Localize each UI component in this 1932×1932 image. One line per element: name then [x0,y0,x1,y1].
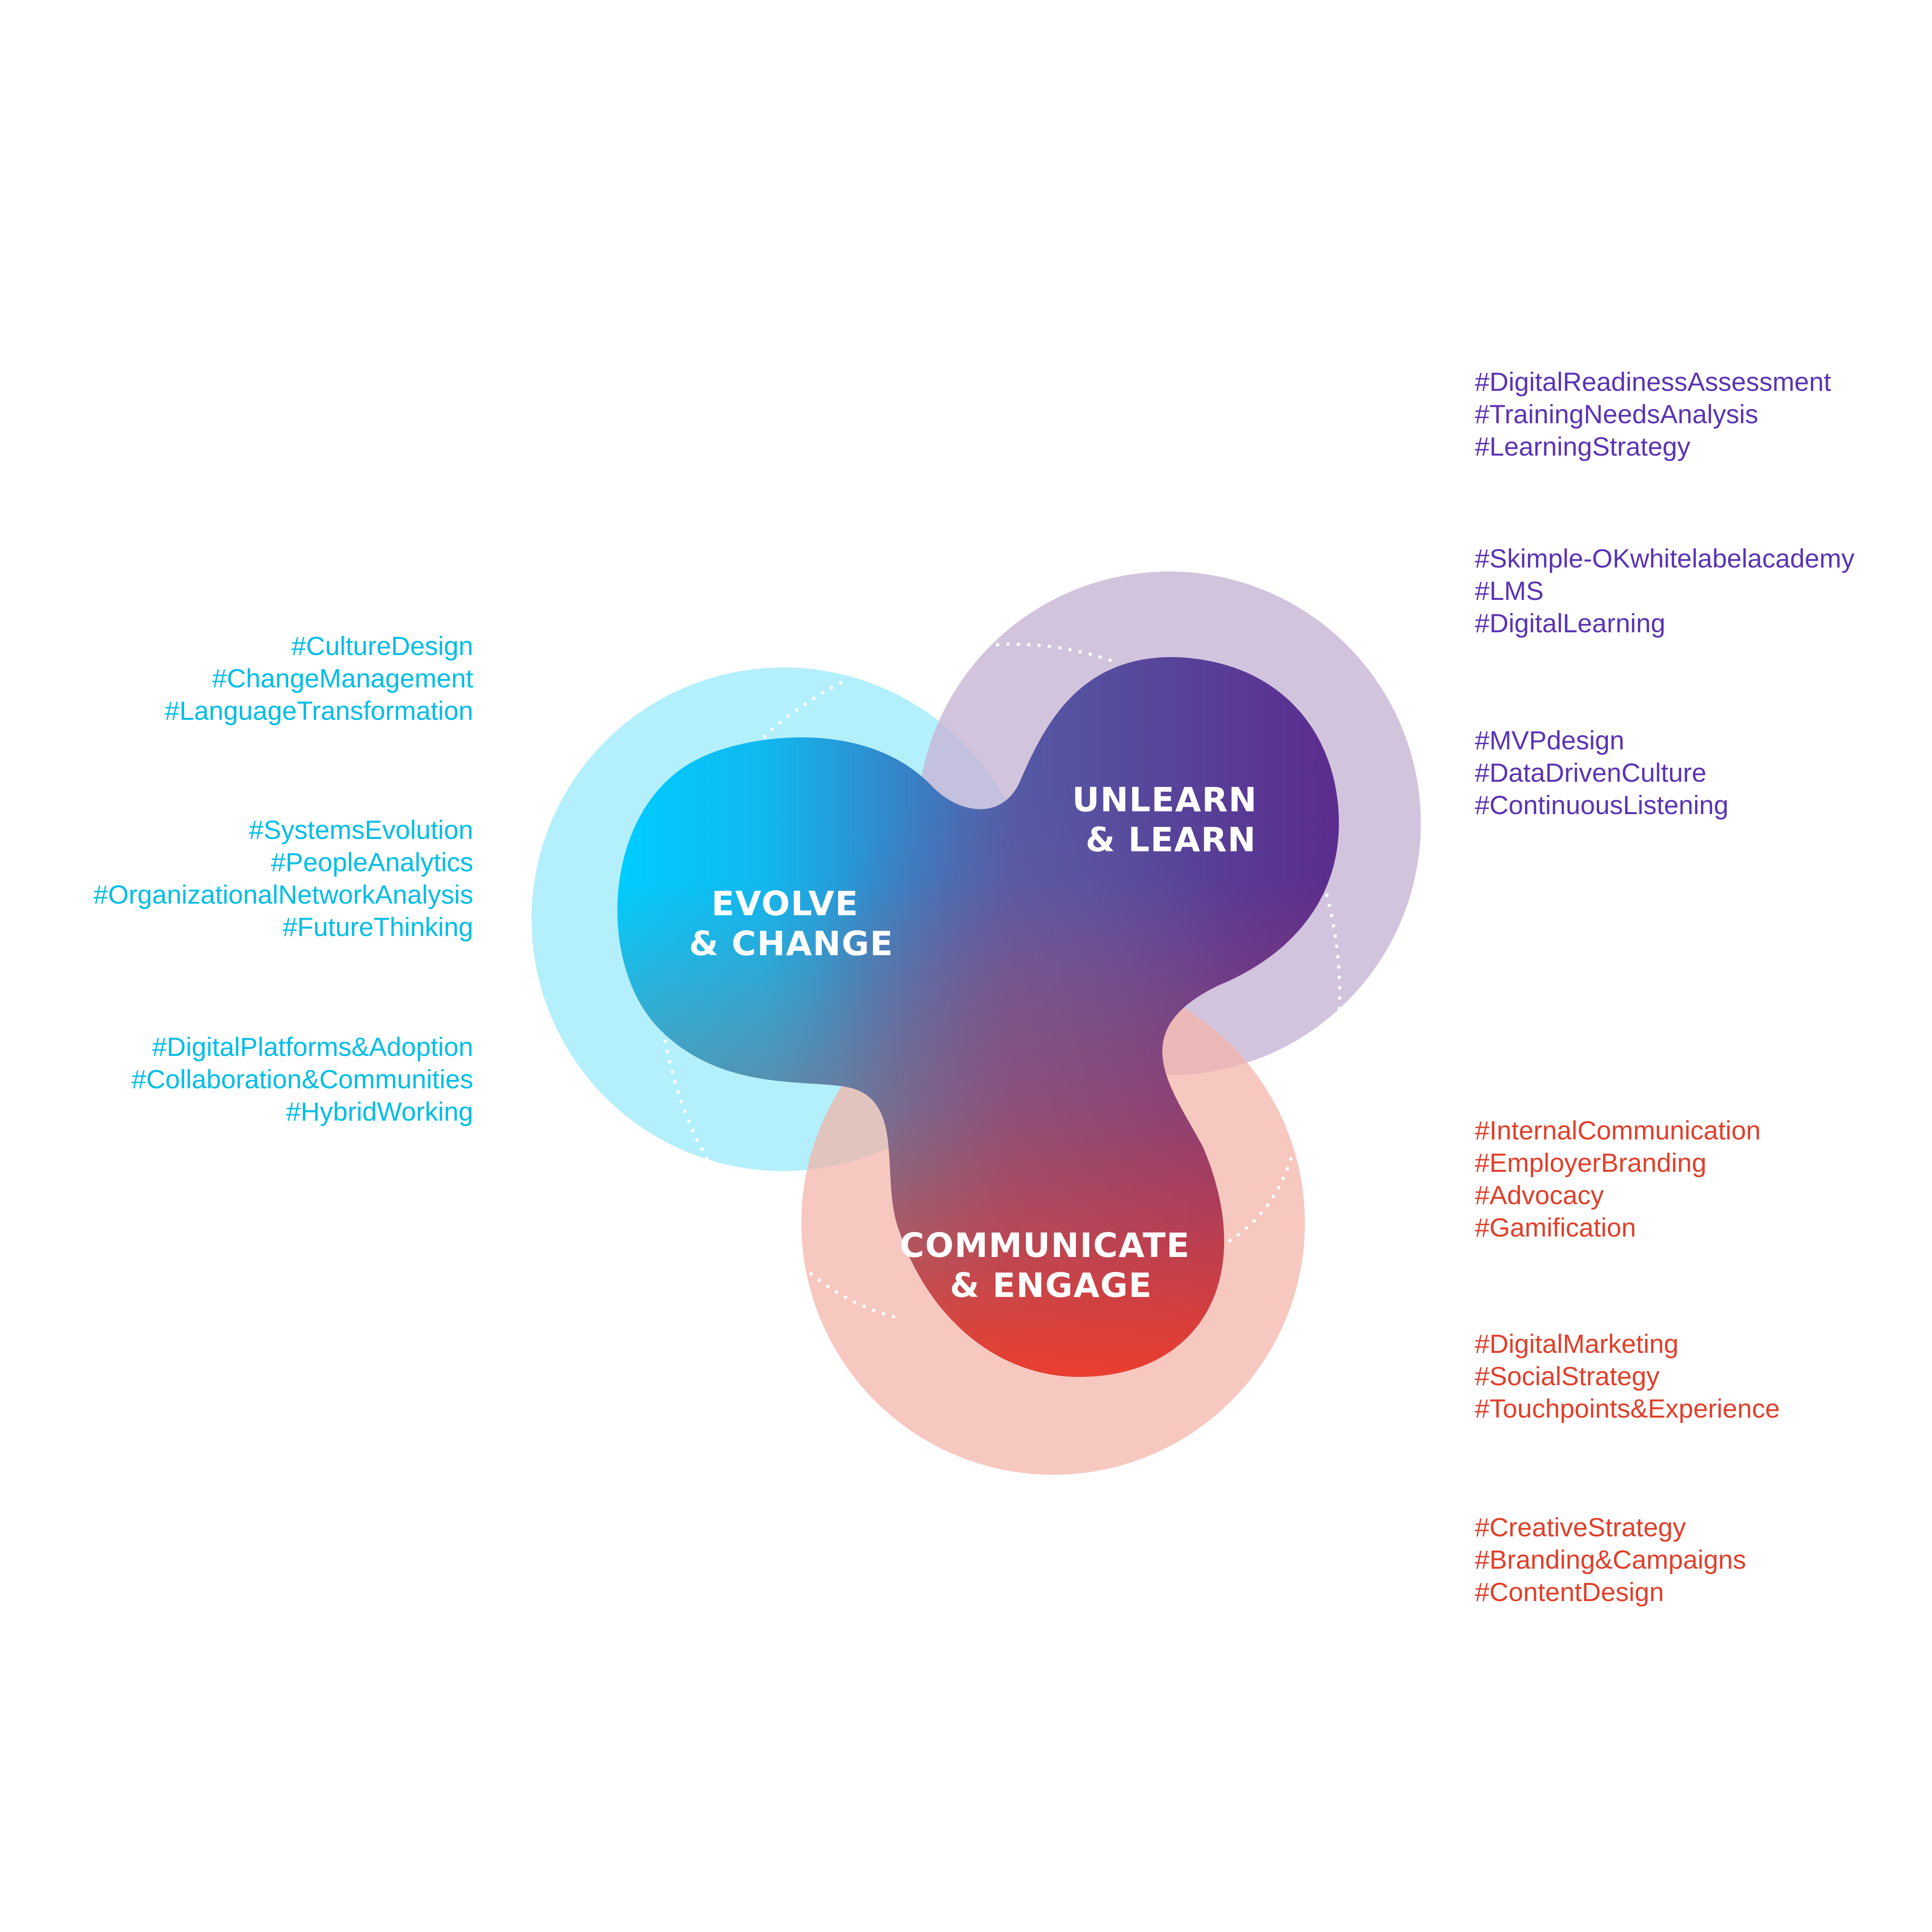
tag: #LanguageTransformation [165,696,473,725]
tag: #OrganizationalNetworkAnalysis [93,880,473,909]
tag: #CreativeStrategy [1475,1512,1686,1542]
unlearn-tag-group-1: #DigitalReadinessAssessment #TrainingNee… [1475,366,1831,463]
tag: #Advocacy [1475,1180,1604,1210]
tag: #SocialStrategy [1475,1361,1660,1391]
tag: #LMS [1475,576,1544,605]
evolve-tag-group-1: #CultureDesign #ChangeManagement #Langua… [165,630,473,727]
tag: #EmployerBranding [1475,1148,1707,1177]
tag: #CultureDesign [291,631,473,661]
unlearn-tag-group-2: #Skimple-OKwhitelabelacademy #LMS #Digit… [1475,542,1854,639]
communicate-tag-group-2: #DigitalMarketing #SocialStrategy #Touch… [1475,1328,1780,1425]
tag: #MVPdesign [1475,725,1625,755]
tag: #PeopleAnalytics [271,847,473,877]
tag: #ChangeManagement [212,663,473,693]
tag: #LearningStrategy [1475,432,1691,461]
tag: #DataDrivenCulture [1475,758,1707,787]
tag: #ContinuousListening [1475,790,1729,820]
tag: #Touchpoints&Experience [1475,1394,1780,1423]
unlearn-dotted-arc-right [1325,893,1342,1017]
tag: #FutureThinking [283,912,473,942]
tag: #DigitalReadinessAssessment [1475,367,1831,396]
communicate-label-line2: & ENGAGE [950,1266,1152,1305]
communicate-label: COMMUNICATE & ENGAGE [900,1226,1203,1305]
tag: #TrainingNeedsAnalysis [1475,399,1759,429]
unlearn-label-line2: & LEARN [1086,820,1256,859]
evolve-label: EVOLVE & CHANGE [689,884,894,963]
tag: #HybridWorking [286,1097,473,1126]
tag: #InternalCommunication [1475,1115,1761,1145]
unlearn-label: UNLEARN & LEARN [1072,780,1270,859]
unlearn-label-line1: UNLEARN [1072,780,1257,819]
tag: #DigitalPlatforms&Adoption [152,1032,473,1062]
communicate-tag-group-1: #InternalCommunication #EmployerBranding… [1475,1114,1761,1244]
tag: #Gamification [1475,1213,1636,1242]
evolve-dotted-arc-top [741,677,849,761]
evolve-tag-group-3: #DigitalPlatforms&Adoption #Collaboratio… [131,1031,473,1128]
unlearn-tag-group-3: #MVPdesign #DataDrivenCulture #Continuou… [1475,724,1729,821]
tag: #Branding&Campaigns [1475,1545,1746,1574]
tag: #Collaboration&Communities [131,1064,473,1094]
communicate-tag-group-3: #CreativeStrategy #Branding&Campaigns #C… [1475,1511,1746,1608]
tag: #DigitalLearning [1475,608,1665,638]
tag: #ContentDesign [1475,1577,1664,1607]
evolve-tag-group-2: #SystemsEvolution #PeopleAnalytics #Orga… [94,814,473,943]
communicate-label-line1: COMMUNICATE [900,1226,1190,1265]
tag: #Skimple-OKwhitelabelacademy [1475,544,1855,573]
evolve-label-line2: & CHANGE [689,924,894,963]
evolve-label-line1: EVOLVE [711,884,859,923]
tag: #DigitalMarketing [1475,1329,1679,1358]
tag: #SystemsEvolution [249,815,473,845]
